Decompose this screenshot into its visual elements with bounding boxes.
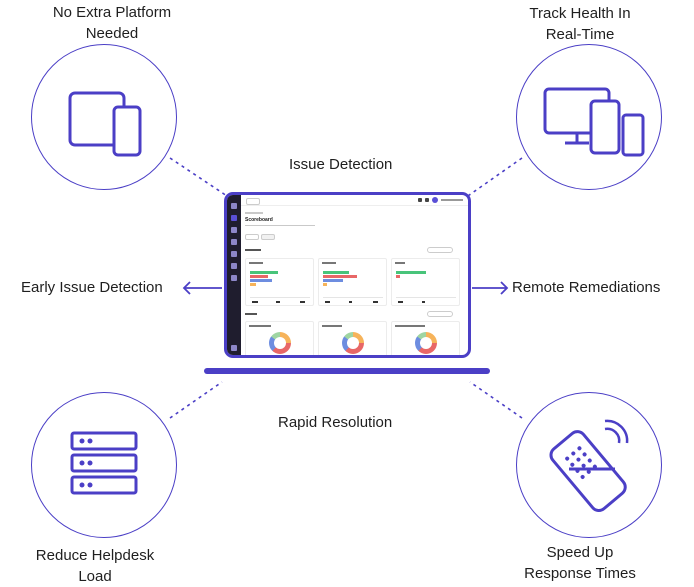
connector-top-right bbox=[464, 157, 523, 199]
caption-speed-up: Speed Up Response Times bbox=[500, 542, 660, 584]
sidebar-item-icon bbox=[231, 239, 237, 245]
stat-card bbox=[318, 258, 387, 306]
app-topbar bbox=[241, 195, 468, 206]
back-button bbox=[246, 198, 260, 205]
caption-line: Needed bbox=[85, 25, 139, 42]
tab bbox=[245, 234, 259, 240]
sidebar-item-icon bbox=[231, 275, 237, 281]
caption-line: Response Times bbox=[524, 565, 636, 582]
circle-bottom-left bbox=[31, 392, 177, 538]
section-controls bbox=[427, 247, 453, 253]
circle-top-left bbox=[31, 44, 177, 190]
caption-reduce-helpdesk: Reduce Helpdesk Load bbox=[20, 545, 170, 587]
logo-icon bbox=[231, 203, 237, 209]
caption-line: Speed Up bbox=[546, 544, 614, 561]
section-title bbox=[245, 313, 257, 315]
caption-line: Load bbox=[78, 568, 112, 585]
page-title: Scoreboard bbox=[245, 217, 273, 223]
connector-top-left bbox=[169, 157, 231, 199]
notification-icon bbox=[418, 198, 422, 202]
donut-card bbox=[245, 321, 314, 355]
label-remote-remediations: Remote Remediations bbox=[512, 279, 661, 296]
caption-line: No Extra Platform bbox=[52, 4, 172, 21]
laptop-screen: Scoreboard bbox=[224, 192, 471, 358]
donut-card bbox=[391, 321, 460, 355]
stat-card bbox=[245, 258, 314, 306]
stat-card bbox=[391, 258, 460, 306]
label-issue-detection: Issue Detection bbox=[289, 156, 393, 173]
arrow-left-icon bbox=[182, 281, 222, 295]
settings-icon bbox=[425, 198, 429, 202]
server-icon bbox=[70, 431, 138, 495]
arrow-right-icon bbox=[472, 281, 509, 295]
user-name bbox=[441, 199, 463, 201]
caption-line: Reduce Helpdesk bbox=[35, 547, 155, 564]
connector-bottom-right bbox=[469, 381, 523, 419]
circle-bottom-right bbox=[516, 392, 662, 538]
caption-line: Real-Time bbox=[545, 26, 615, 43]
sidebar-item-icon bbox=[231, 263, 237, 269]
app-sidebar bbox=[227, 195, 241, 355]
caption-track-health: Track Health In Real-Time bbox=[500, 3, 660, 45]
circle-top-right bbox=[516, 44, 662, 190]
avatar bbox=[432, 197, 438, 203]
section-controls bbox=[427, 311, 453, 317]
caption-no-extra-platform: No Extra Platform Needed bbox=[27, 2, 197, 44]
page-subtitle bbox=[245, 225, 315, 226]
caption-line: Track Health In bbox=[529, 5, 631, 22]
section-title bbox=[245, 249, 261, 251]
devices-icon bbox=[543, 87, 645, 157]
label-early-issue-detection: Early Issue Detection bbox=[21, 279, 163, 296]
tablet-phone-icon bbox=[68, 91, 142, 157]
laptop-base bbox=[204, 368, 490, 374]
breadcrumb bbox=[245, 212, 263, 214]
remote-control-icon bbox=[549, 419, 629, 513]
tab bbox=[261, 234, 275, 240]
sidebar-item-icon bbox=[231, 251, 237, 257]
donut-card bbox=[318, 321, 387, 355]
sidebar-item-icon bbox=[231, 215, 237, 221]
sidebar-item-icon bbox=[231, 227, 237, 233]
label-rapid-resolution: Rapid Resolution bbox=[278, 414, 393, 431]
sidebar-item-icon bbox=[231, 345, 237, 351]
